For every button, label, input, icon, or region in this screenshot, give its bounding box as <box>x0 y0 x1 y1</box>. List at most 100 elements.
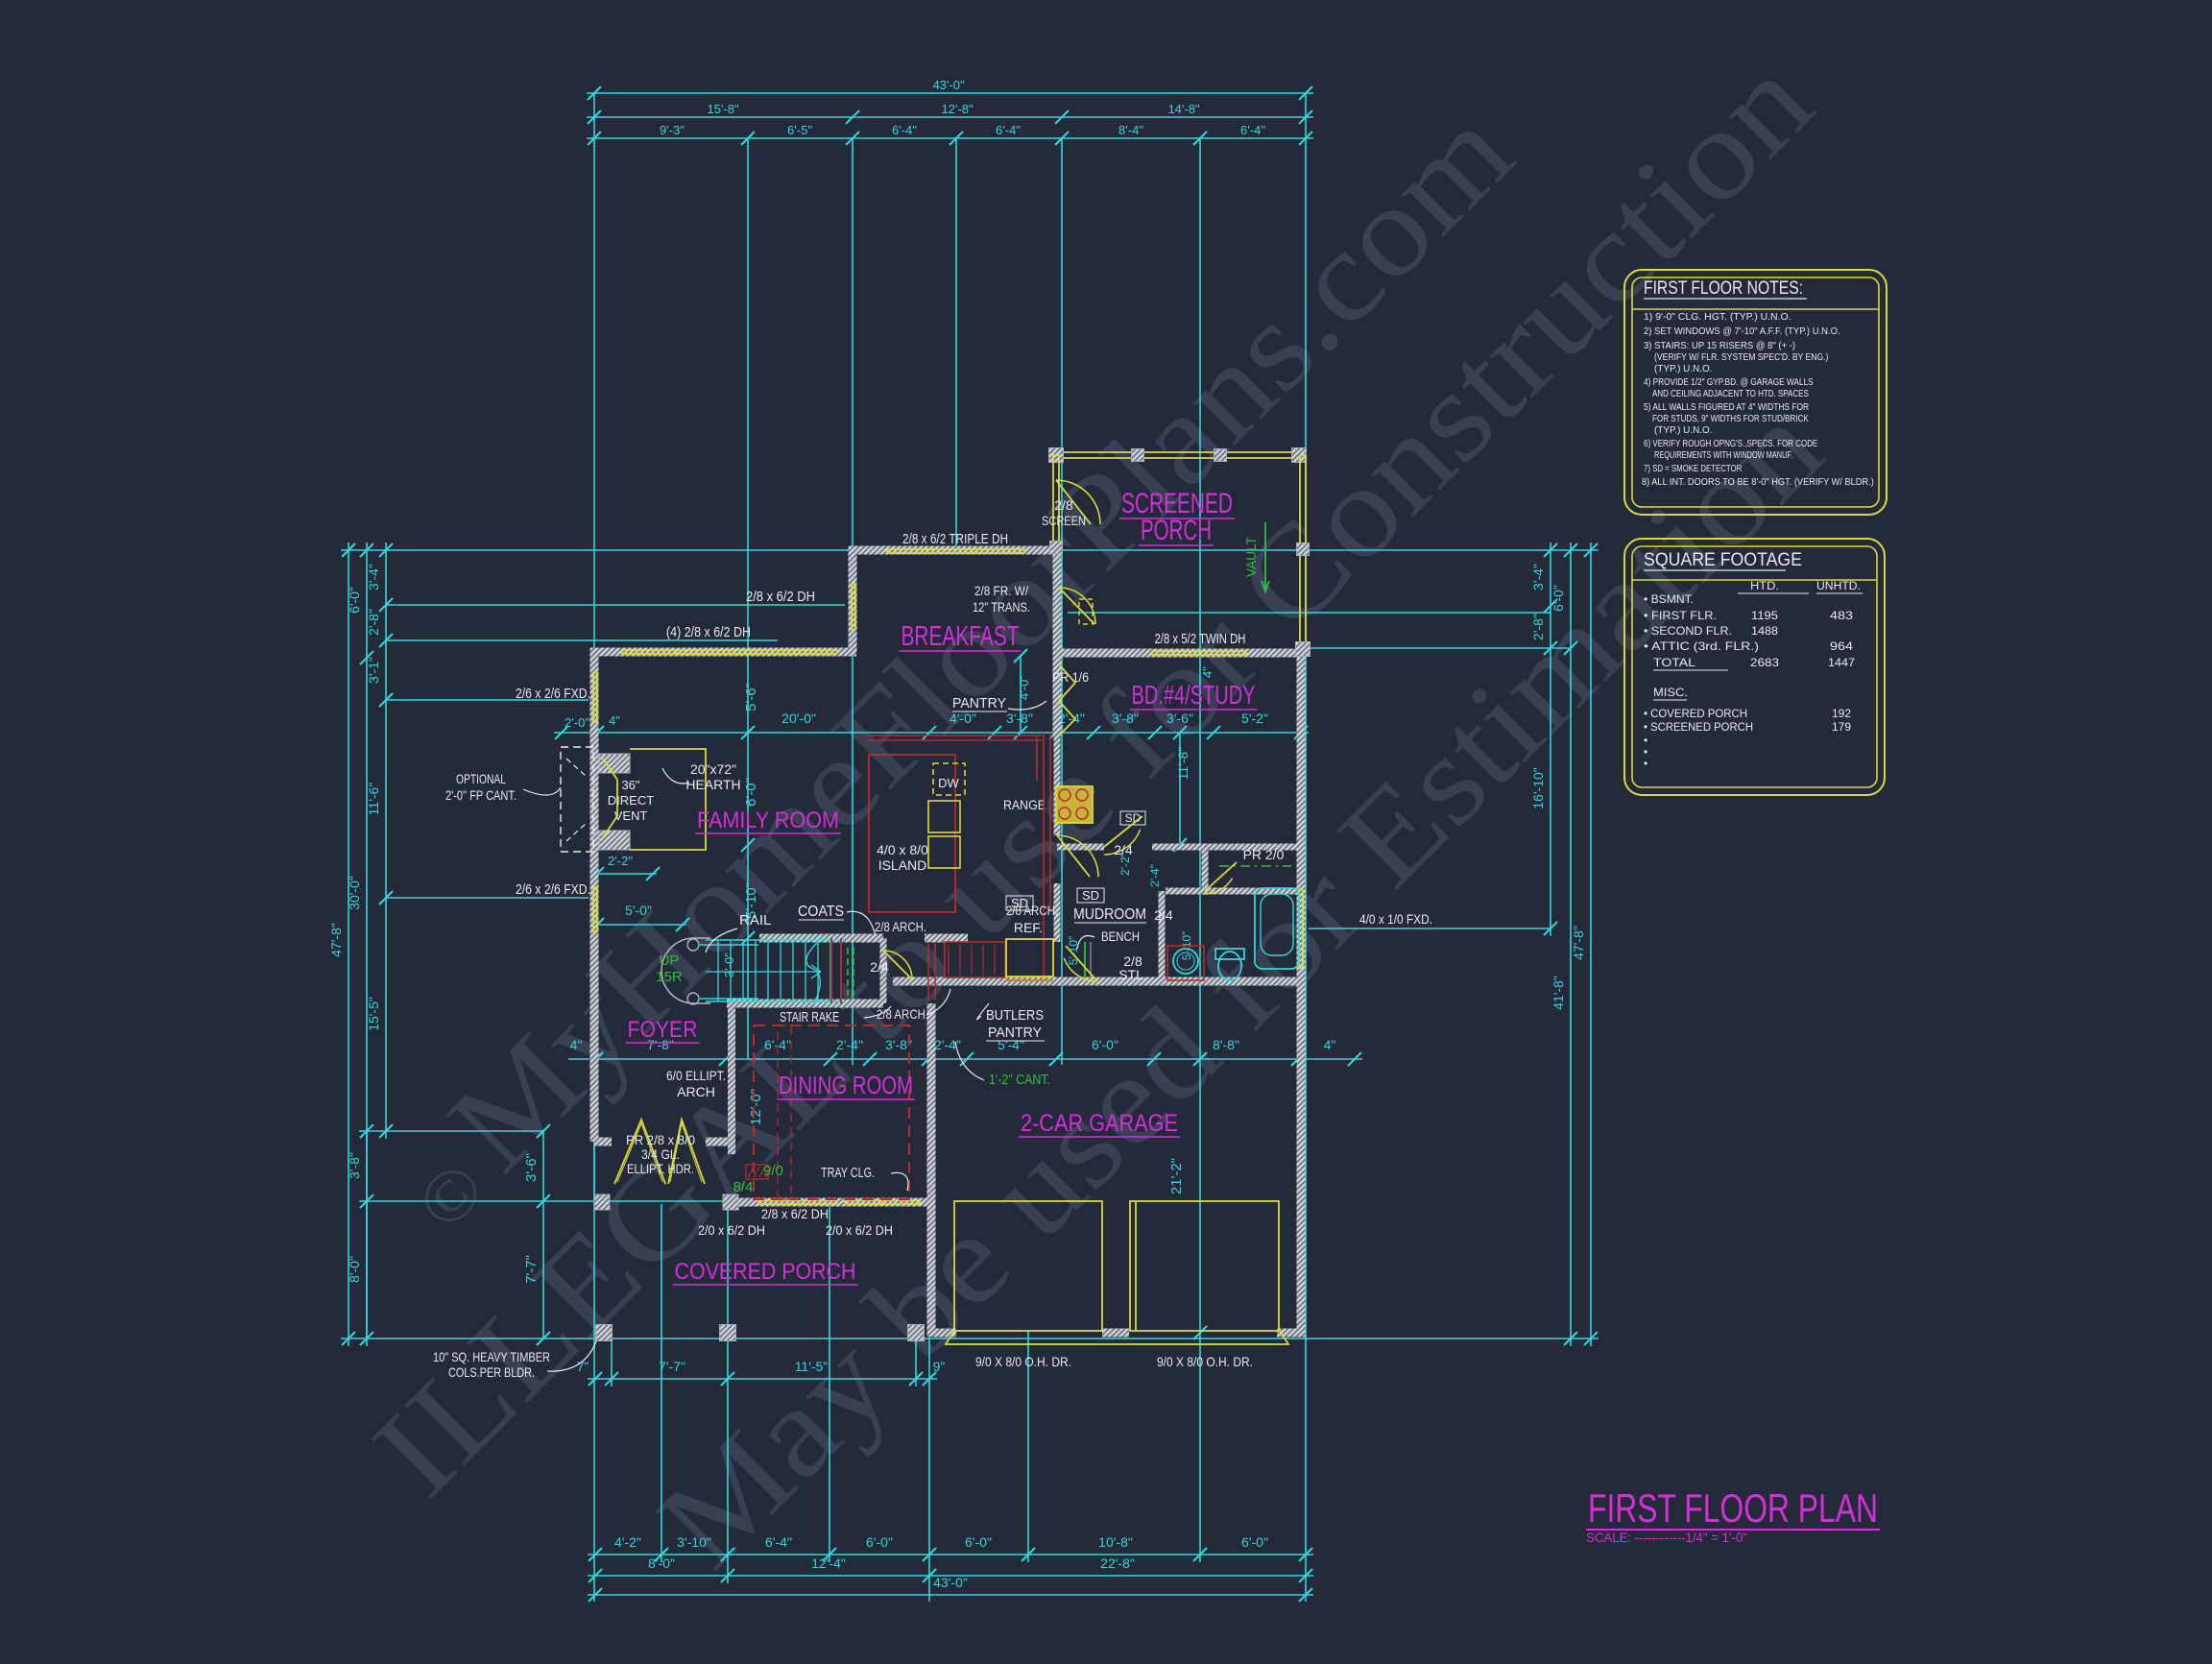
svg-text:8'-8": 8'-8" <box>1213 1037 1239 1052</box>
svg-text:2'-8": 2'-8" <box>1530 614 1546 640</box>
svg-text:• FIRST FLR.: • FIRST FLR. <box>1644 609 1717 622</box>
svg-text:SD: SD <box>1082 888 1099 903</box>
svg-text:3'-6": 3'-6" <box>523 1153 540 1182</box>
svg-text:• SECOND FLR.: • SECOND FLR. <box>1644 624 1732 638</box>
svg-text:HEARTH: HEARTH <box>685 777 740 792</box>
svg-text:8'-0": 8'-0" <box>648 1555 675 1571</box>
svg-text:ELLIPT. HDR.: ELLIPT. HDR. <box>627 1161 694 1176</box>
svg-text:9/0 X 8/0 O.H. DR.: 9/0 X 8/0 O.H. DR. <box>1157 1354 1253 1369</box>
svg-text:2/6 x 2/6 FXD.: 2/6 x 2/6 FXD. <box>516 686 590 702</box>
svg-text:SCALE: ------------1/4" = 1'-0: SCALE: ------------1/4" = 1'-0" <box>1586 1530 1747 1545</box>
svg-text:2/8 ARCH.: 2/8 ARCH. <box>875 919 926 934</box>
svg-text:OPTIONAL: OPTIONAL <box>456 771 506 786</box>
svg-text:6'-0": 6'-0" <box>1551 585 1566 612</box>
svg-text:4/0 x 1/0 FXD.: 4/0 x 1/0 FXD. <box>1359 911 1432 927</box>
svg-text:• COVERED PORCH: • COVERED PORCH <box>1644 707 1747 720</box>
svg-text:2'-2": 2'-2" <box>1118 853 1132 876</box>
svg-text:BREAKFAST: BREAKFAST <box>902 621 1020 652</box>
svg-text:1) 9'-0" CLG. HGT. (TYP.) U.N: 1) 9'-0" CLG. HGT. (TYP.) U.N.O. <box>1644 311 1791 323</box>
svg-text:41'-8": 41'-8" <box>1551 976 1566 1010</box>
svg-text:2/0 x 6/2 DH: 2/0 x 6/2 DH <box>826 1222 893 1238</box>
svg-text:ISLAND: ISLAND <box>878 857 927 873</box>
svg-text:4'-0": 4'-0" <box>950 711 976 726</box>
svg-text:2/8: 2/8 <box>1123 953 1142 969</box>
svg-text:PR 2/8 x 8/0: PR 2/8 x 8/0 <box>626 1132 695 1147</box>
svg-text:3/4 GL.: 3/4 GL. <box>641 1146 680 1162</box>
svg-text:MUDROOM: MUDROOM <box>1073 906 1146 923</box>
svg-text:AND CEILING ADJACENT TO HTD. S: AND CEILING ADJACENT TO HTD. SPACES <box>1652 388 1809 399</box>
svg-text:COATS: COATS <box>798 904 844 920</box>
svg-text:36": 36" <box>621 778 639 792</box>
svg-text:SCREEN: SCREEN <box>1042 513 1086 528</box>
svg-text:12'-8": 12'-8" <box>941 102 974 116</box>
svg-text:8/4: 8/4 <box>733 1179 754 1195</box>
svg-text:2-CAR GARAGE: 2-CAR GARAGE <box>1021 1110 1178 1137</box>
svg-text:BUTLERS: BUTLERS <box>986 1007 1044 1024</box>
svg-text:15R: 15R <box>656 969 683 985</box>
svg-text:7": 7" <box>577 1359 589 1374</box>
svg-text:2) SET WINDOWS @ 7'-10" A.F.F.: 2) SET WINDOWS @ 7'-10" A.F.F. (TYP.) U.… <box>1644 326 1840 337</box>
svg-text:STAIR RAKE: STAIR RAKE <box>780 1009 839 1025</box>
svg-text:• ATTIC (3rd. FLR.): • ATTIC (3rd. FLR.) <box>1644 639 1759 653</box>
svg-text:•: • <box>1644 757 1647 770</box>
svg-text:PR 2/0: PR 2/0 <box>1243 847 1285 862</box>
svg-text:22'-8": 22'-8" <box>1100 1555 1135 1571</box>
svg-text:4'-0": 4'-0" <box>1017 675 1031 700</box>
svg-text:3'-8": 3'-8" <box>885 1037 912 1052</box>
svg-text:UNHTD.: UNHTD. <box>1816 581 1861 592</box>
svg-text:3'-0": 3'-0" <box>722 953 736 977</box>
svg-text:PANTRY: PANTRY <box>988 1025 1042 1041</box>
svg-text:6'-0": 6'-0" <box>965 1534 992 1550</box>
svg-text:TRAY CLG.: TRAY CLG. <box>821 1165 875 1181</box>
svg-text:3'-8": 3'-8" <box>347 1152 362 1179</box>
svg-text:STL.: STL. <box>1118 967 1147 982</box>
svg-text:2/8 FR. W/: 2/8 FR. W/ <box>974 583 1028 598</box>
svg-text:2/8: 2/8 <box>1054 497 1073 513</box>
svg-text:7) SD = SMOKE DETECTOR: 7) SD = SMOKE DETECTOR <box>1644 463 1743 474</box>
svg-text:3'-1": 3'-1" <box>366 657 381 684</box>
svg-text:11'-8": 11'-8" <box>1175 747 1190 781</box>
svg-text:12'-4": 12'-4" <box>811 1555 846 1571</box>
svg-text:5) ALL WALLS FIGURED AT 4" WID: 5) ALL WALLS FIGURED AT 4" WIDTHS FOR <box>1644 401 1809 413</box>
svg-text:8'-0": 8'-0" <box>347 1256 362 1283</box>
svg-text:47'-8": 47'-8" <box>328 923 344 957</box>
svg-text:2/8 ARCH.: 2/8 ARCH. <box>877 1006 928 1022</box>
svg-text:• SCREENED PORCH: • SCREENED PORCH <box>1644 720 1753 734</box>
svg-text:2/8 x 6/2 DH: 2/8 x 6/2 DH <box>746 589 815 605</box>
svg-text:6'-4": 6'-4" <box>765 1534 792 1550</box>
svg-text:2/8 x 6/2 TRIPLE DH: 2/8 x 6/2 TRIPLE DH <box>902 531 1008 547</box>
svg-text:4/0 x 8/0: 4/0 x 8/0 <box>877 842 928 857</box>
svg-text:2'-8": 2'-8" <box>366 609 381 636</box>
svg-text:2'-4": 2'-4" <box>1058 711 1085 726</box>
svg-text:8'-4": 8'-4" <box>1118 123 1143 137</box>
svg-text:6) VERIFY ROUGH OPNG'S.,SPECS.: 6) VERIFY ROUGH OPNG'S.,SPECS. FOR CODE <box>1644 438 1817 449</box>
svg-text:1447: 1447 <box>1828 656 1855 669</box>
svg-text:47'-8": 47'-8" <box>1571 926 1586 960</box>
svg-text:4'-2": 4'-2" <box>614 1534 641 1550</box>
svg-text:ARCH: ARCH <box>677 1084 715 1099</box>
svg-text:6'-0": 6'-0" <box>1241 1534 1268 1550</box>
svg-text:2/8 x 6/2 DH: 2/8 x 6/2 DH <box>761 1206 829 1221</box>
svg-text:179: 179 <box>1832 720 1851 734</box>
svg-text:6'-0": 6'-0" <box>743 778 759 807</box>
svg-text:15'-8": 15'-8" <box>707 102 739 116</box>
svg-text:(VERIFY W/ FLR. SYSTEM SPEC'D.: (VERIFY W/ FLR. SYSTEM SPEC'D. BY ENG.) <box>1654 351 1828 363</box>
svg-text:PORCH: PORCH <box>1141 515 1212 546</box>
svg-text:43'-0": 43'-0" <box>932 78 965 92</box>
svg-text:30'-0": 30'-0" <box>347 876 362 910</box>
svg-text:8) ALL INT. DOORS TO BE 8'-0": 8) ALL INT. DOORS TO BE 8'-0" HGT. (VERI… <box>1642 476 1874 488</box>
svg-text:4": 4" <box>1324 1037 1336 1052</box>
svg-text:6'-0": 6'-0" <box>866 1534 893 1550</box>
svg-text:7'-7": 7'-7" <box>659 1359 685 1374</box>
svg-text:HTD.: HTD. <box>1750 581 1779 592</box>
svg-text:6'-0": 6'-0" <box>1092 1037 1118 1052</box>
svg-text:SD: SD <box>1011 896 1028 910</box>
svg-text:RANGE: RANGE <box>1003 797 1046 812</box>
svg-text:9/0 X 8/0 O.H. DR.: 9/0 X 8/0 O.H. DR. <box>975 1354 1071 1369</box>
svg-text:SCREENED: SCREENED <box>1121 488 1233 519</box>
svg-text:2/4: 2/4 <box>870 959 889 975</box>
svg-text:•: • <box>1644 745 1647 759</box>
svg-text:1195: 1195 <box>1751 609 1778 622</box>
svg-text:192: 192 <box>1832 707 1851 720</box>
svg-text:11'-6": 11'-6" <box>366 783 381 816</box>
